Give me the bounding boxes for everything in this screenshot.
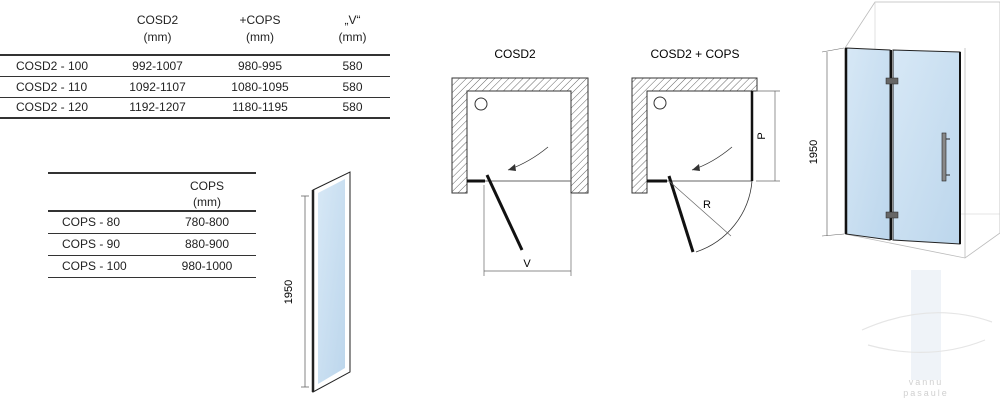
table-cell: 1180-1195: [232, 100, 288, 115]
plan-cosd2: COSD2 V: [451, 47, 589, 276]
dimension-extension: [821, 47, 845, 53]
header-cell-v: „V“(mm): [338, 13, 367, 44]
r-label: R: [703, 199, 711, 211]
door-handle-icon: [941, 132, 947, 182]
table-cell: 580: [342, 58, 363, 73]
plan-cops-title: COSD2 + COPS: [650, 47, 739, 61]
v-dimension-label: V: [523, 258, 531, 270]
side-panel-drawing: 1950: [283, 171, 351, 393]
panel-glass: [318, 179, 345, 384]
swing-arrowhead: [692, 164, 700, 171]
table-cell: 1080-1095: [231, 79, 289, 94]
plan-cosd2-door-leaf: [485, 174, 524, 251]
header-cell-cosd2: COSD2(mm): [136, 13, 179, 44]
radius-line: [668, 180, 732, 237]
watermark-text: vannu: [909, 377, 944, 387]
table-cell: 880-900: [184, 237, 230, 251]
table-row: COSD2 - 120 1192-1207 1180-1195 580: [0, 97, 390, 118]
table-cell: 580: [342, 100, 363, 115]
plan-cosd2-walls: [451, 77, 589, 194]
table-cell: 780-800: [184, 215, 230, 230]
table-cell: 980-1000: [181, 259, 233, 273]
dimensions-table: COSD2(mm) +COPS(mm) „V“(mm) COSD2 - 100 …: [0, 0, 390, 119]
door-height-label: 1950: [808, 140, 820, 164]
hinge-icon: [885, 211, 899, 219]
table-cell: COPS - 100: [62, 259, 127, 273]
watermark-bar: [911, 270, 941, 380]
table-cell: 1192-1207: [129, 100, 186, 115]
swing-radius-arc: [695, 180, 753, 253]
watermark-logo: vannu pasaule: [861, 270, 993, 398]
plan-cops-door-leaf: [667, 175, 695, 253]
table-row: COPS - 100 980-1000: [48, 255, 256, 277]
table-header-row: COPS(mm): [48, 173, 256, 211]
header-cell-cops: COPS(mm): [189, 179, 224, 209]
table-cell: 992-1007: [132, 58, 183, 73]
door-3d-drawing: 1950: [808, 1, 1000, 259]
table-row: COSD2 - 100 992-1007 980-995 580: [0, 55, 390, 76]
header-cell-cops: +COPS(mm): [239, 13, 281, 44]
drain-icon: [474, 97, 488, 111]
table-cell: 980-995: [237, 58, 283, 73]
table-cell: 580: [342, 79, 363, 94]
swing-arrowhead: [508, 164, 516, 171]
table-row: COPS - 80 780-800: [48, 211, 256, 233]
plan-cops-walls: [631, 77, 758, 194]
plan-cosd2-title: COSD2: [494, 47, 536, 61]
table-cell: COSD2 - 110: [16, 79, 88, 94]
table-header-row: COSD2(mm) +COPS(mm) „V“(mm): [0, 0, 390, 55]
table-cell: 1092-1107: [129, 79, 186, 94]
panel-height-label: 1950: [283, 280, 295, 304]
table-cell: COPS - 90: [62, 237, 121, 251]
table-row: COPS - 90 880-900: [48, 233, 256, 255]
table-row: COSD2 - 110 1092-1107 1080-1095 580: [0, 76, 390, 97]
watermark-text: pasaule: [903, 388, 949, 398]
p-dimension-label: P: [756, 132, 768, 139]
door-fixed-glass: [845, 47, 891, 241]
table-cell: COPS - 80: [62, 215, 121, 230]
hinge-icon: [885, 77, 899, 85]
drain-icon: [653, 96, 667, 110]
table-cell: COSD2 - 120: [16, 100, 89, 115]
door-leaf-glass: [892, 49, 961, 245]
table-cell: COSD2 - 100: [16, 58, 89, 73]
dimension-extension: [821, 233, 845, 237]
plan-cosd2-cops: COSD2 + COPS R P: [631, 47, 780, 253]
cops-table: COPS(mm) COPS - 80 780-800 COPS - 90 880…: [48, 172, 256, 278]
